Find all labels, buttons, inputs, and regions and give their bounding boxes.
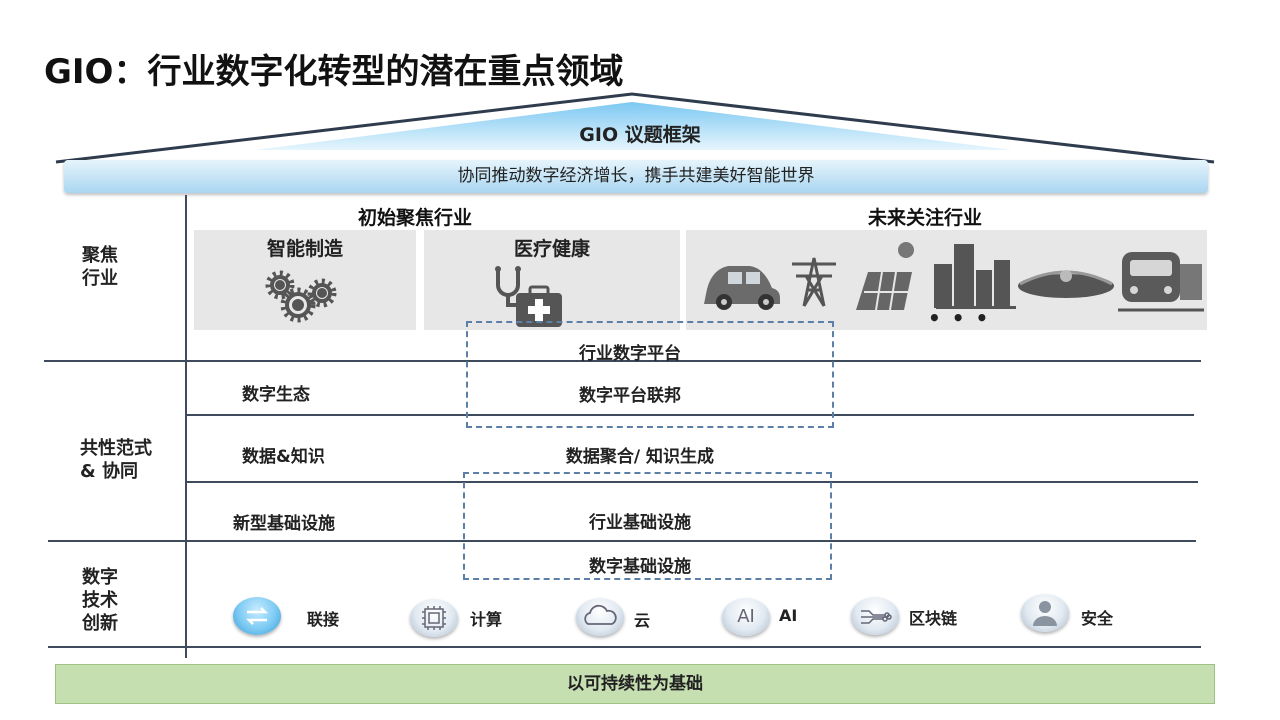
row-label-new-infra: 新型基础设施 — [233, 514, 335, 534]
blockchain-icon — [851, 597, 899, 635]
left-divider — [185, 195, 187, 658]
digital-infrastructure: 数字基础设施 — [589, 557, 691, 577]
platform-federation: 数字平台联邦 — [579, 386, 681, 406]
train-icon — [1118, 252, 1204, 312]
label-common-paradigm: 共性范式 & 协同 — [80, 438, 152, 482]
tech-label-compute: 计算 — [470, 610, 503, 629]
tech-label-cloud: 云 — [634, 611, 651, 630]
panel-manufacturing-title: 智能制造 — [266, 238, 343, 260]
panel-future-industries — [686, 230, 1207, 330]
infra-dashed-box — [463, 472, 832, 580]
divider-tech — [48, 646, 1201, 648]
label-digital-tech: 数字 技术 创新 — [82, 567, 118, 634]
row-label-data-knowledge: 数据&知识 — [242, 447, 325, 467]
roof-label: GIO 议题框架 — [579, 124, 701, 146]
sustainability-foundation: 以可持续性为基础 — [55, 664, 1215, 704]
tech-label-blockchain: 区块链 — [909, 609, 958, 628]
gears-icon — [265, 270, 337, 323]
connect-arrows-icon — [233, 597, 281, 635]
cloud-icon — [576, 598, 624, 636]
panel-manufacturing: 智能制造 — [194, 230, 416, 330]
tech-label-connect: 联接 — [307, 610, 340, 629]
data-aggregation: 数据聚合/ 知识生成 — [565, 447, 715, 467]
initial-industries-heading: 初始聚焦行业 — [357, 207, 472, 229]
tech-label-security: 安全 — [1081, 609, 1114, 628]
solar-panel-icon — [856, 242, 914, 311]
ai-icon-glyph: AI — [737, 606, 755, 627]
platform-dashed-box — [466, 321, 834, 428]
panel-health: 医疗健康 — [424, 230, 680, 330]
car-icon — [704, 266, 780, 310]
divider-eco — [186, 414, 1194, 416]
city-buildings-icon — [934, 244, 1016, 309]
industry-infrastructure: 行业基础设施 — [589, 513, 691, 533]
divider-data — [186, 481, 1198, 483]
landscape-icon — [1018, 270, 1114, 298]
row-label-ecosystem: 数字生态 — [242, 385, 310, 405]
ai-icon: AI — [722, 598, 770, 636]
future-industries-icons — [704, 242, 1204, 312]
future-industries-heading: 未来关注行业 — [867, 207, 982, 229]
panel-health-title: 医疗健康 — [513, 238, 590, 260]
more-industries-ellipsis: • • • — [928, 306, 991, 330]
user-shield-icon — [1021, 594, 1069, 632]
chip-icon — [410, 599, 458, 637]
vision-banner: 协同推动数字经济增长，携手共建美好智能世界 — [64, 160, 1208, 193]
divider-focus — [44, 360, 1201, 362]
label-focus-industries: 聚焦 行业 — [82, 245, 118, 289]
power-tower-icon — [792, 257, 836, 307]
divider-paradigm — [48, 540, 1196, 542]
page-title: GIO：行业数字化转型的潜在重点领域 — [44, 52, 624, 92]
medical-kit-icon — [495, 266, 562, 327]
industry-digital-platform: 行业数字平台 — [579, 344, 681, 364]
roof-shape — [55, 92, 1215, 164]
tech-label-ai: AI — [779, 606, 798, 625]
